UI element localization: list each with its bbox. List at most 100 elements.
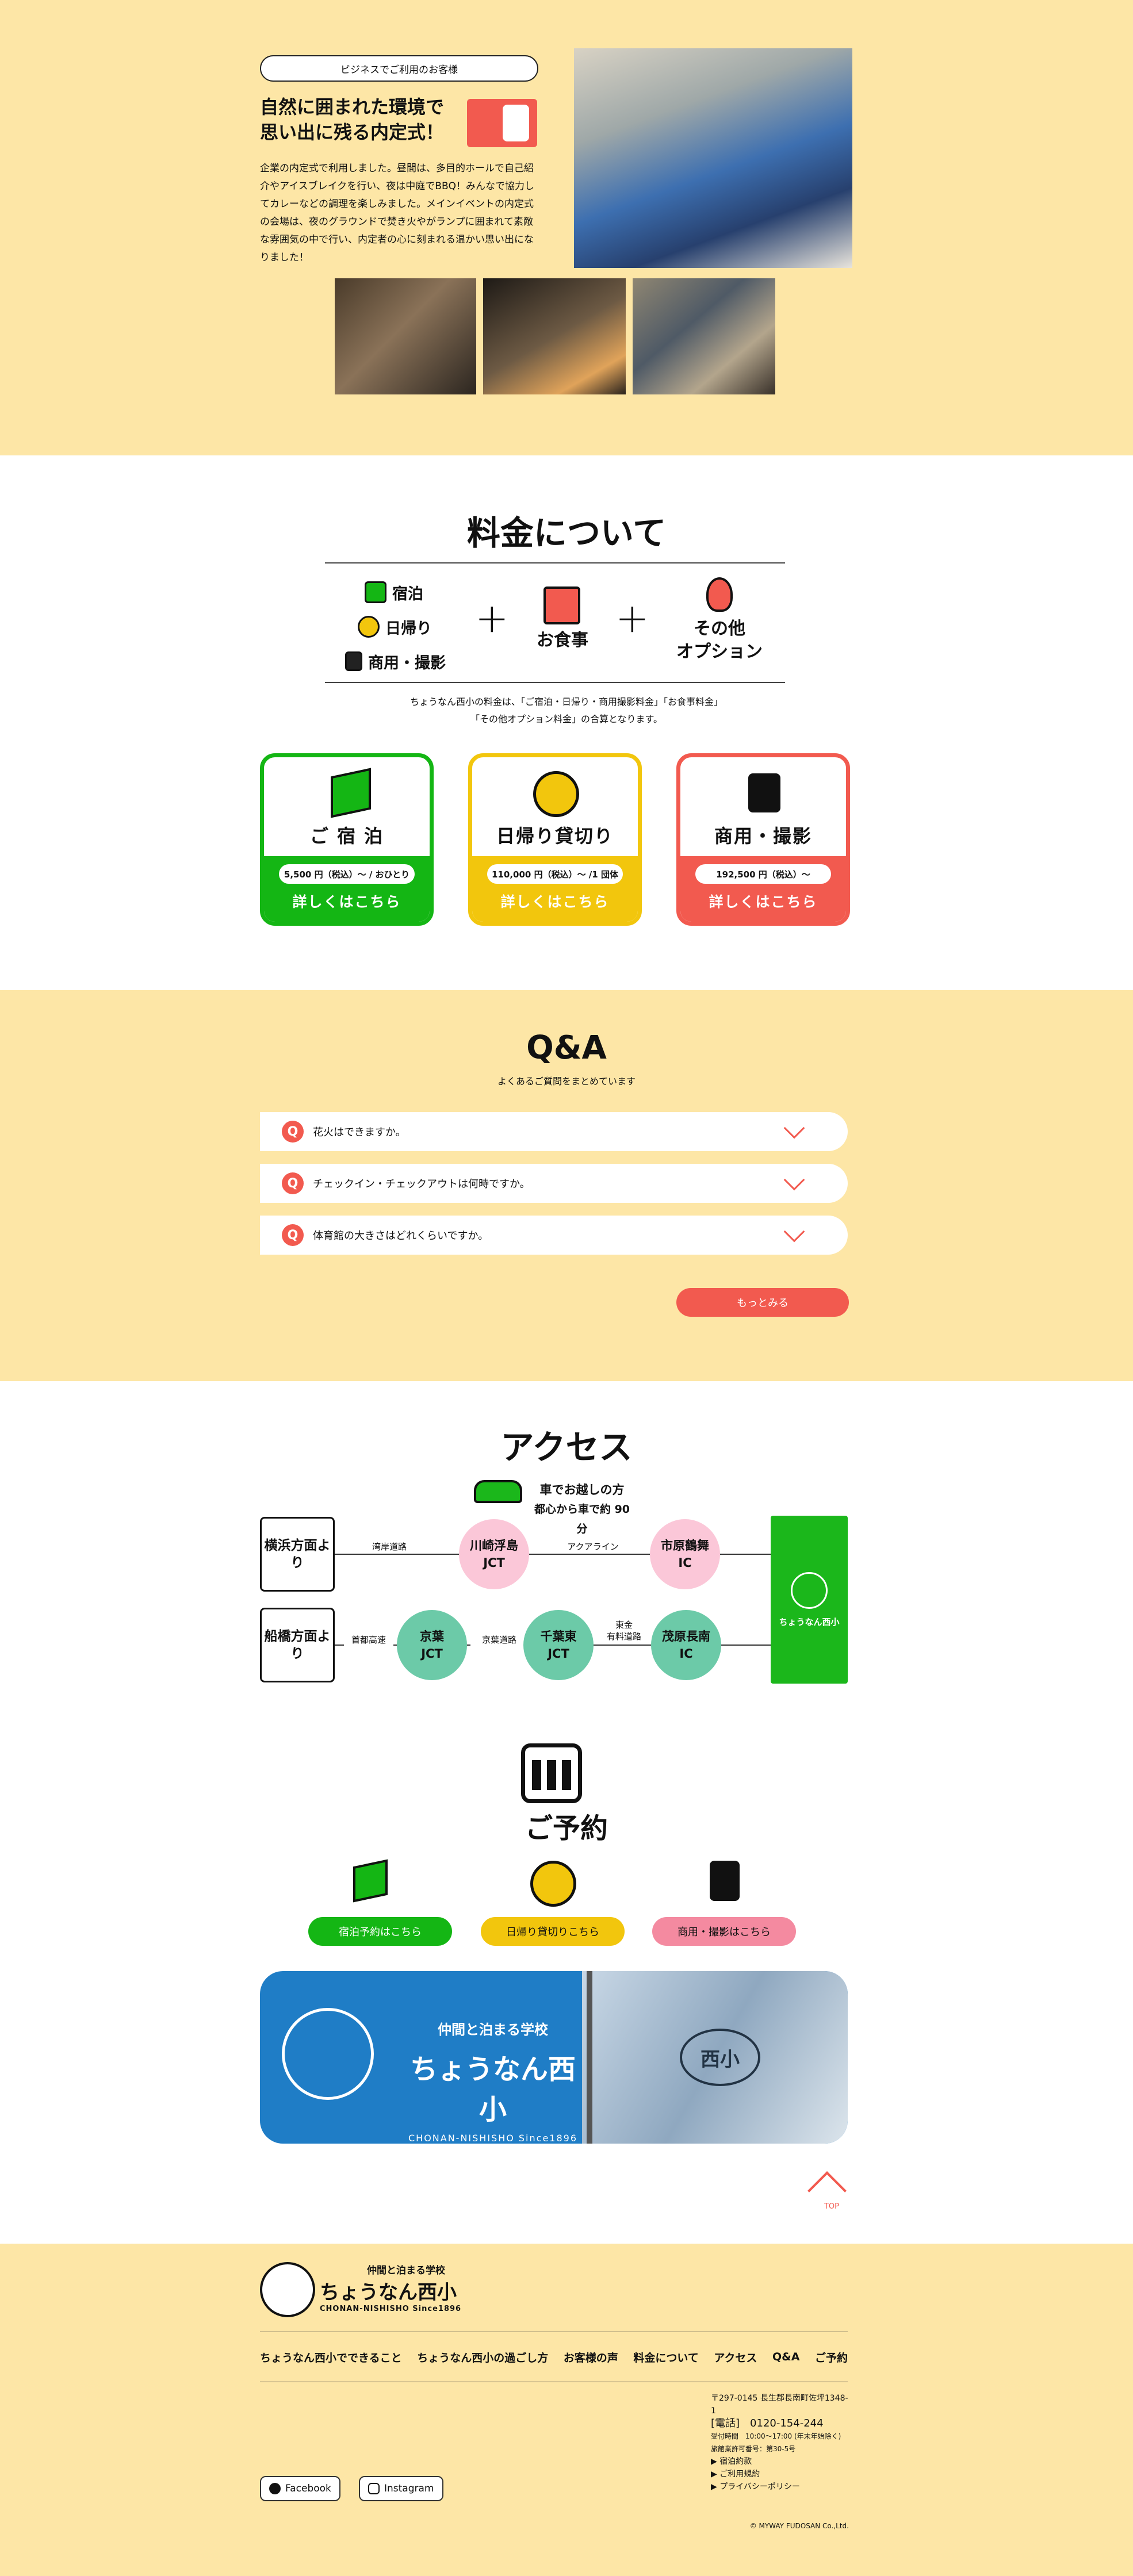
pricing-note: ちょうなん西小の料金は、「ご宿泊・日帰り・商用撮影料金」「お食事料金」 「その他…	[0, 693, 1133, 728]
camera-icon	[345, 651, 362, 671]
business-title-line2: 思い出に残る内定式！	[260, 121, 445, 143]
road-label: アクアライン	[556, 1541, 630, 1552]
key-icon	[331, 768, 371, 818]
car-icon	[474, 1480, 522, 1503]
lodging-reserve-button[interactable]: 宿泊予約はこちら	[308, 1917, 452, 1946]
chevron-down-icon[interactable]	[783, 1117, 805, 1139]
card-link[interactable]: 詳しくはこちら	[500, 894, 610, 910]
options-line2: オプション	[676, 642, 763, 662]
options-line1: その他	[694, 619, 745, 639]
road-label: 首都高速	[344, 1634, 393, 1646]
pricing-note-line1: ちょうなん西小の料金は、「ご宿泊・日帰り・商用撮影料金」「お食事料金」	[409, 696, 723, 707]
pricing-note-line2: 「その他オプション料金」の合算となります。	[470, 714, 663, 724]
keiyo-jct: 京葉 JCT	[397, 1610, 467, 1680]
node-name: 千葉東	[540, 1630, 577, 1643]
node-name: 茂原長南	[662, 1630, 710, 1643]
camera-icon	[710, 1861, 740, 1901]
commercial-reserve-button[interactable]: 商用・撮影はこちら	[652, 1917, 796, 1946]
node-type: JCT	[421, 1647, 443, 1661]
flag-logo: 西小	[680, 2029, 760, 2086]
clock-icon	[533, 771, 579, 817]
footer-address: 〒297-0145 長生郡長南町佐坪1348-1	[711, 2394, 848, 2416]
road-label: 東金 有料道路	[598, 1619, 650, 1642]
chevron-down-icon[interactable]	[783, 1221, 805, 1243]
node-type: JCT	[548, 1647, 569, 1661]
qa-question: 体育館の大きさはどれくらいですか。	[313, 1230, 489, 1242]
more-button[interactable]: もっとみる	[676, 1288, 849, 1317]
footer-address-block: 〒297-0145 長生郡長南町佐坪1348-1 [電話] 0120-154-2…	[711, 2392, 849, 2493]
top-link[interactable]: TOP	[824, 2202, 839, 2211]
stay-type-label: 日帰り	[385, 619, 432, 638]
clock-icon	[530, 1861, 576, 1907]
footer-nav-item[interactable]: ちょうなん西小の過ごし方	[417, 2351, 549, 2364]
footer-nav-item[interactable]: ご予約	[814, 2351, 848, 2364]
footer-logo[interactable]: 仲間と泊まる学校 ちょうなん西小 CHONAN-NISHISHO Since18…	[320, 2262, 492, 2313]
flag-pole	[587, 1971, 592, 2144]
footer-nav-item[interactable]: Q&A	[772, 2351, 800, 2363]
footer-nav-item[interactable]: ちょうなん西小でできること	[260, 2351, 402, 2364]
daytrip-card[interactable]: 日帰り貸切り 110,000 円（税込）～ /1 団体 詳しくはこちら	[468, 753, 642, 926]
cooking-photo	[633, 278, 775, 394]
daytrip-reserve-button[interactable]: 日帰り貸切りこちら	[481, 1917, 625, 1946]
node-name: 市原鶴舞	[661, 1539, 709, 1552]
qa-subtitle: よくあるご質問をまとめています	[497, 1076, 636, 1087]
card-link[interactable]: 詳しくはこちら	[709, 894, 818, 910]
chevron-down-icon[interactable]	[783, 1169, 805, 1191]
flame-icon	[706, 577, 733, 612]
route1-line	[334, 1554, 771, 1555]
business-title: 自然に囲まれた環境で 思い出に残る内定式！	[260, 94, 496, 145]
ichihara-tsurumai-ic: 市原鶴舞 IC	[650, 1519, 720, 1589]
camera-icon	[748, 773, 780, 812]
pricing-divider-top	[325, 562, 785, 564]
meal-icon	[543, 586, 580, 624]
footer-link[interactable]: ▶ プライバシーポリシー	[711, 2482, 800, 2491]
business-section: ビジネスでご利用のお客様 自然に囲まれた環境で 思い出に残る内定式！ 企業の内定…	[0, 0, 1133, 455]
footer-link[interactable]: ▶ 宿泊約款	[711, 2457, 752, 2466]
qa-item[interactable]: Q 体育館の大きさはどれくらいですか。	[260, 1216, 848, 1255]
card-link[interactable]: 詳しくはこちら	[292, 894, 401, 910]
card-title: 日帰り貸切り	[496, 825, 614, 847]
card-title: 商用・撮影	[714, 825, 812, 847]
instagram-button[interactable]: Instagram	[359, 2476, 443, 2501]
clock-icon	[358, 616, 380, 638]
node-type: IC	[679, 1647, 693, 1661]
destination-label: ちょうなん西小	[779, 1616, 840, 1627]
node-name: 京葉	[420, 1630, 444, 1643]
footer-logo-name: ちょうなん西小	[320, 2281, 457, 2304]
footer-license: 旅館業許可番号：第30-5号	[711, 2445, 796, 2453]
qa-item[interactable]: Q チェックイン・チェックアウトは何時ですか。	[260, 1164, 848, 1203]
quote-icon	[467, 99, 537, 147]
footer-logo-tagline: 仲間と泊まる学校	[367, 2265, 445, 2276]
copyright: © MYWAY FUDOSAN Co.,Ltd.	[749, 2522, 849, 2530]
car-access-text: 車でお越しの方 都心から車で約 90 分	[496, 1480, 634, 1539]
footer-nav-item[interactable]: 料金について	[633, 2351, 699, 2364]
node-name: 川崎浮島	[470, 1539, 518, 1552]
route1-origin: 横浜方面より	[260, 1517, 335, 1592]
commercial-card[interactable]: 商用・撮影 192,500 円（税込）～ 詳しくはこちら	[676, 753, 850, 926]
footer-tel[interactable]: [電話] 0120-154-244	[711, 2417, 824, 2429]
footer-logo-emblem-icon	[260, 2262, 315, 2317]
footer-nav-item[interactable]: アクセス	[714, 2351, 757, 2364]
plus-sign-1: +	[475, 595, 509, 642]
qa-item[interactable]: Q 花火はできますか。	[260, 1112, 848, 1151]
instagram-label: Instagram	[384, 2483, 434, 2494]
plus-sign-2: +	[615, 595, 649, 642]
footer-logo-english: CHONAN-NISHISHO Since1896	[320, 2305, 462, 2313]
q-badge: Q	[282, 1172, 304, 1194]
facebook-label: Facebook	[285, 2483, 331, 2494]
node-type: IC	[678, 1556, 692, 1570]
route2-origin: 船橋方面より	[260, 1608, 335, 1682]
stay-type-label: 宿泊	[392, 585, 423, 603]
lodging-card[interactable]: ご 宿 泊 5,500 円（税込）～ / おひとり 詳しくはこちら	[260, 753, 434, 926]
stay-type-lodging: 宿泊	[345, 575, 472, 610]
footer-nav: ちょうなん西小でできること ちょうなん西小の過ごし方 お客様の声 料金について …	[260, 2332, 848, 2382]
facebook-button[interactable]: Facebook	[260, 2476, 340, 2501]
footer-link[interactable]: ▶ ご利用規約	[711, 2470, 760, 2479]
footer-nav-item[interactable]: お客様の声	[563, 2351, 618, 2364]
card-price: 192,500 円（税込）～	[695, 864, 831, 884]
card-title: ご 宿 泊	[309, 825, 384, 847]
school-emblem-icon	[282, 2008, 374, 2100]
school-banner[interactable]: 仲間と泊まる学校 ちょうなん西小 CHONAN-NISHISHO Since18…	[260, 1971, 848, 2144]
classroom-photo	[574, 48, 852, 268]
